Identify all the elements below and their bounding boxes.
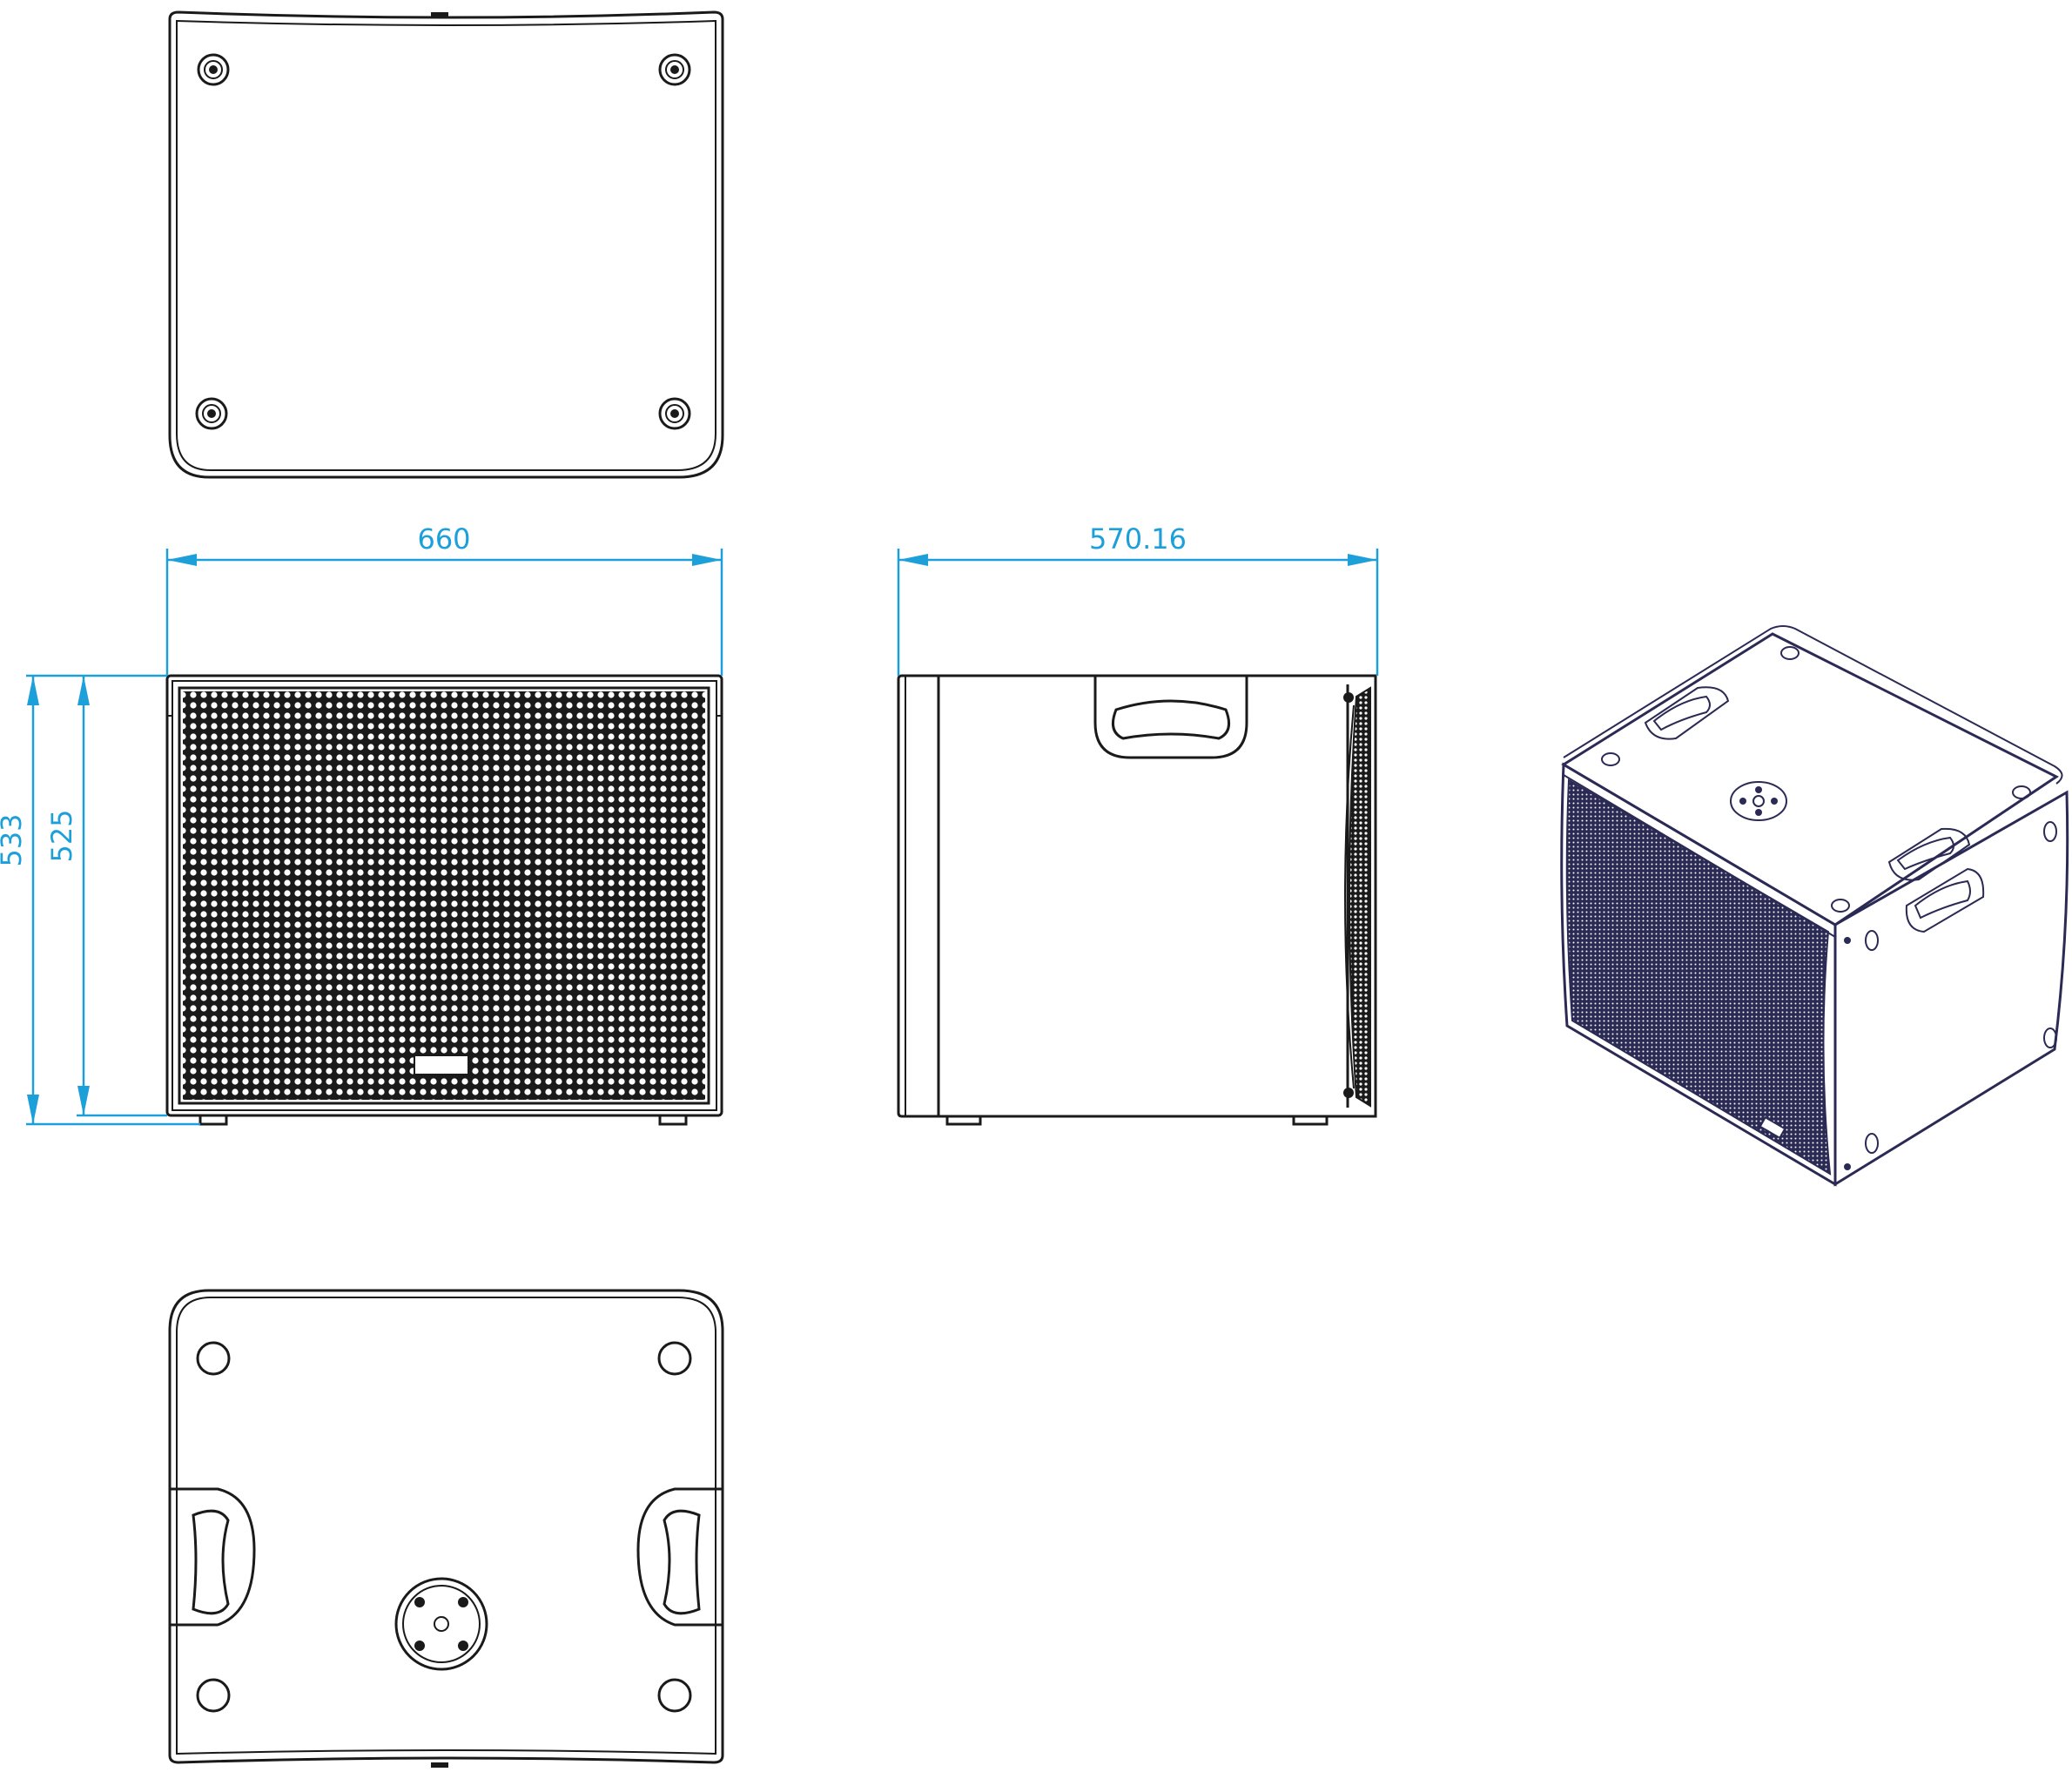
foot-socket-icon: [197, 53, 230, 86]
foot-socket-icon: [657, 1341, 692, 1376]
foot-socket-icon: [196, 1341, 231, 1376]
height-dimensions: 533 525: [0, 674, 200, 1126]
iso-handle-icon: [1905, 867, 1985, 933]
foot-socket-icon: [195, 397, 228, 430]
side-grille: [1349, 686, 1371, 1108]
foot: [1292, 1115, 1329, 1126]
logo-badge: [414, 1054, 469, 1075]
foot-socket-icon: [658, 397, 691, 430]
width-label: 660: [417, 522, 470, 556]
handle-icon: [636, 1487, 723, 1627]
handle-icon: [170, 1487, 256, 1627]
foot: [658, 1114, 688, 1126]
handle-recess: [1093, 676, 1248, 759]
iso-handle-icon: [1644, 686, 1730, 740]
iso-grille: [1565, 778, 1832, 1176]
iso-logo-badge: [1759, 1115, 1786, 1140]
front-view: [165, 674, 723, 1126]
pole-mount-icon: [394, 1577, 488, 1671]
foot-socket-icon: [196, 1678, 231, 1713]
handle-icon: [1111, 699, 1231, 740]
bottom-view: [168, 1289, 724, 1768]
iso-handle-icon: [1887, 827, 1971, 881]
iso-top-panel: [1561, 632, 2059, 926]
depth-dimension: 570.16: [897, 522, 1379, 676]
foot: [198, 1114, 228, 1126]
iso-pole-mount-icon: [1730, 781, 1787, 821]
height-outer-label: 533: [0, 813, 28, 866]
side-view: [897, 674, 1377, 1126]
foot: [945, 1115, 982, 1126]
foot-socket-icon: [657, 1678, 692, 1713]
depth-label: 570.16: [1089, 522, 1187, 556]
isometric-view: [1560, 625, 2069, 1187]
height-inner-label: 525: [45, 809, 78, 862]
grille: [183, 691, 705, 1100]
foot-socket-icon: [658, 53, 691, 86]
top-view: [168, 10, 724, 479]
width-dimension: 660: [165, 522, 723, 676]
